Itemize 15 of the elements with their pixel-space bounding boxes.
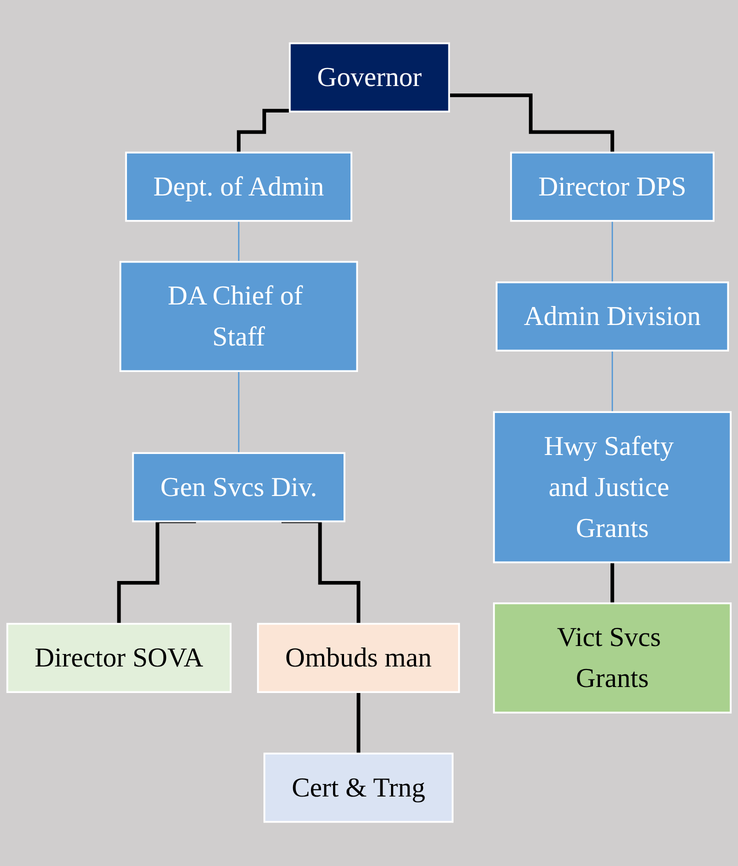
connector bbox=[238, 220, 240, 263]
node-box: Hwy Safety and Justice Grants bbox=[493, 412, 732, 564]
node-box: Admin Division bbox=[496, 282, 729, 352]
node-box: Vict Svcs Grants bbox=[493, 602, 732, 714]
node-box: Ombuds man bbox=[257, 623, 460, 694]
node-box: Director DPS bbox=[510, 152, 715, 222]
node-box: Governor bbox=[288, 42, 450, 113]
node-box: Gen Svcs Div. bbox=[132, 452, 346, 523]
connector bbox=[238, 370, 240, 454]
node-box: Dept. of Admin bbox=[125, 152, 352, 222]
node-box: DA Chief of Staff bbox=[119, 261, 358, 372]
node-box: Cert & Trng bbox=[263, 753, 454, 824]
connector bbox=[612, 220, 614, 284]
connector bbox=[612, 350, 614, 414]
node-box: Director SOVA bbox=[6, 623, 232, 694]
